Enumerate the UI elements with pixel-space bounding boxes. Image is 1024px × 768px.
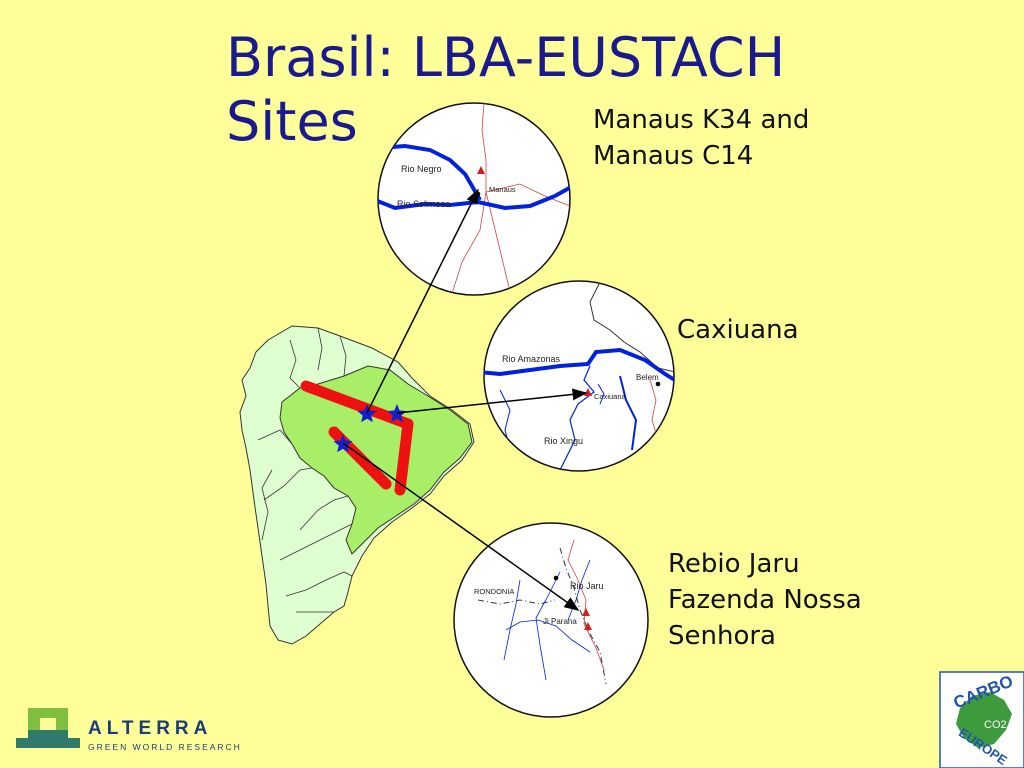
star-caxiuana (387, 404, 407, 423)
caxiuana-caption-text: Caxiuana (677, 315, 799, 345)
caxiuana-inset-map: Rio Amazonas Belem Caxiuana Rio Xingu (483, 280, 675, 472)
south-america-map (239, 325, 475, 645)
manaus-tower-marker (477, 166, 485, 174)
manaus-label-river2: Rio Solimoes (397, 199, 451, 209)
jaru-label-site: Rio Jaru (570, 581, 604, 591)
manaus-caption-line-2: Manaus C14 (593, 141, 754, 171)
jaru-caption: Rebio Jaru Fazenda Nossa Senhora (668, 546, 862, 654)
title-line-2: Sites (226, 90, 358, 153)
manaus-inset-map: Rio Negro Rio Solimoes Manaus (377, 102, 571, 296)
jaru-label-town: Ji Parana (543, 617, 577, 626)
manaus-label-river1: Rio Negro (401, 164, 442, 174)
jaru-caption-line-1: Rebio Jaru (668, 549, 800, 579)
caxiuana-label-river1: Rio Amazonas (502, 354, 561, 364)
alterra-tagline: GREEN WORLD RESEARCH (88, 742, 242, 752)
caxiuana-label-river2: Rio Xingu (544, 436, 583, 446)
country-borders (257, 327, 353, 613)
star-manaus (357, 404, 377, 423)
jaru-tower-marker-2 (584, 622, 592, 630)
manaus-caption-line-1: Manaus K34 and (593, 105, 810, 135)
arrow-to-manaus (366, 188, 479, 414)
jaru-inset-map: Rio Jaru RONDONIA Ji Parana (453, 522, 649, 718)
arrow-to-caxiuana (396, 388, 588, 414)
jaru-caption-line-2: Fazenda Nossa (668, 585, 862, 615)
jaru-tower-marker-1 (582, 608, 590, 616)
manaus-label-town: Manaus (489, 185, 516, 194)
manaus-caption: Manaus K34 and Manaus C14 (593, 102, 809, 174)
caxiuana-label-town: Belem (636, 373, 659, 382)
caxiuana-caption: Caxiuana (677, 312, 799, 348)
alterra-name: ALTERRA (88, 718, 213, 739)
jaru-label-state: RONDONIA (474, 587, 514, 596)
callout-arrows (342, 188, 588, 611)
caxiuana-label-site: Caxiuana (594, 392, 627, 401)
arrow-to-jaru (342, 442, 580, 611)
title-line-1: Brasil: LBA-EUSTACH (226, 26, 786, 89)
alterra-logo-icon (16, 708, 80, 748)
carbo-mark-text: CO2 (984, 719, 1007, 731)
slide-title: Brasil: LBA-EUSTACH Sites (226, 26, 785, 154)
jaru-caption-line-3: Senhora (668, 621, 776, 651)
europe-map-icon (956, 692, 1012, 748)
carboeurope-logo: CARBO EUROPE CO2 (939, 671, 1024, 768)
